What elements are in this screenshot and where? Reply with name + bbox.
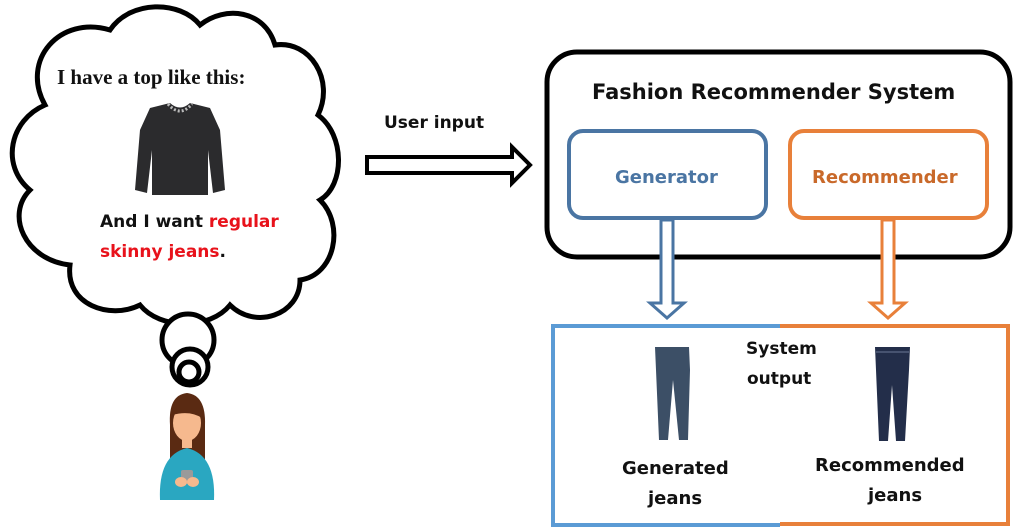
bubble-line-2: And I want regular <box>100 212 279 232</box>
bubble-line-3-suffix: . <box>219 242 226 262</box>
recommender-down-arrow <box>867 218 909 321</box>
bubble-line-2-prefix: And I want <box>100 212 209 232</box>
recommended-jeans-label-1: Recommended <box>815 455 965 476</box>
system-output-label-1: System <box>746 339 817 359</box>
bubble-line-1: I have a top like this: <box>57 65 246 89</box>
thought-bubble-circles <box>159 311 217 388</box>
generator-box <box>567 129 768 220</box>
generator-down-arrow <box>646 218 688 321</box>
bubble-line-3: skinny jeans. <box>100 242 226 262</box>
user-input-arrow <box>365 142 533 188</box>
recommender-box <box>788 129 989 220</box>
generated-jeans-label-1: Generated <box>622 458 729 479</box>
system-title: Fashion Recommender System <box>592 80 956 104</box>
recommended-jeans-label-2: jeans <box>868 485 923 506</box>
generated-jeans-image <box>655 347 690 440</box>
bubble-highlight-skinny-jeans: skinny jeans <box>100 242 220 262</box>
output-box-right <box>780 324 1010 526</box>
person-icon <box>159 393 215 500</box>
system-output-label-2: output <box>747 369 812 389</box>
user-input-label: User input <box>384 113 485 133</box>
generator-label: Generator <box>615 167 718 188</box>
generated-jeans-label-2: jeans <box>648 488 703 509</box>
output-box-left <box>551 324 780 527</box>
blouse-image <box>135 102 225 195</box>
recommended-jeans-image <box>875 347 910 441</box>
bubble-highlight-regular: regular <box>208 212 279 232</box>
recommender-label: Recommender <box>812 167 958 188</box>
